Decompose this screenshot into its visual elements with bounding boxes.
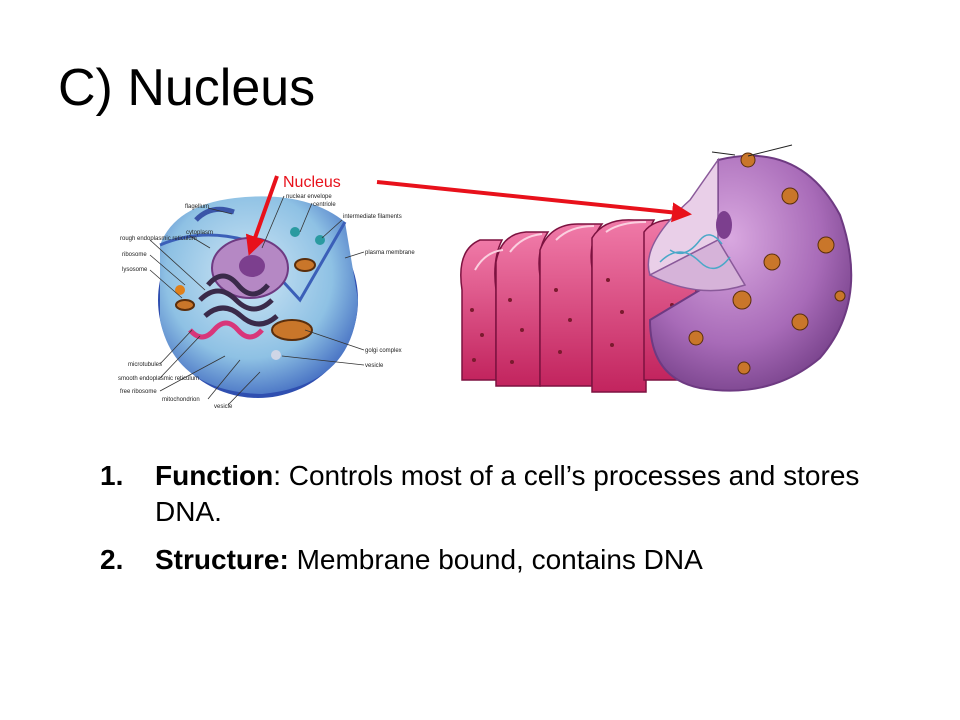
- cell-label-mitochondrion: mitochondrion: [162, 397, 200, 403]
- callout-arrow-right: [376, 180, 692, 223]
- point-function: 1. Function: Controls most of a cell’s p…: [100, 458, 920, 530]
- cell-label-smooth-er: smooth endoplasmic reticulum: [118, 376, 199, 382]
- point-term: Function: [155, 460, 274, 491]
- cell-label-rough-er: rough endoplasmic reticulum: [120, 236, 197, 242]
- cell-label-intermediate-filaments: intermediate filaments: [343, 214, 402, 220]
- cell-label-golgi-complex: golgi complex: [365, 348, 402, 354]
- point-number: 2.: [100, 544, 124, 575]
- point-text: Controls most of a cell’s processes and …: [155, 460, 860, 527]
- nuclear-pores: [688, 152, 846, 375]
- nucleus-er-illustration: [460, 144, 853, 393]
- nucleus-callout: Nucleus: [245, 174, 692, 256]
- point-sep: :: [273, 460, 289, 491]
- cell-label-centriole: centriole: [313, 202, 336, 208]
- animal-cell-illustration: flagellum nuclear envelope centriole int…: [118, 194, 415, 410]
- cell-label-vesicle-bottom: vesicle: [214, 404, 233, 410]
- point-text: Membrane bound, contains DNA: [296, 544, 703, 575]
- callout-arrow-left: [245, 175, 279, 256]
- point-sep: [289, 544, 297, 575]
- cell-label-ribosome: ribosome: [122, 252, 147, 258]
- cell-label-plasma-membrane: plasma membrane: [365, 250, 415, 256]
- nucleus-diagram: flagellum nuclear envelope centriole int…: [118, 144, 853, 410]
- cell-label-flagellum: flagellum: [185, 204, 209, 210]
- cell-label-vesicle-right: vesicle: [365, 363, 384, 369]
- cell-label-microtubules: microtubules: [128, 362, 162, 368]
- cell-label-free-ribosome: free ribosome: [120, 389, 157, 395]
- nucleus-callout-label: Nucleus: [283, 174, 341, 191]
- point-term: Structure:: [155, 544, 289, 575]
- cell-label-cytoplasm: cytoplasm: [186, 230, 213, 236]
- slide-title: C) Nucleus: [58, 59, 316, 117]
- cell-label-lysosome: lysosome: [122, 267, 148, 273]
- point-structure: 2. Structure: Membrane bound, contains D…: [100, 542, 920, 578]
- points-list: 1. Function: Controls most of a cell’s p…: [100, 458, 920, 590]
- point-number: 1.: [100, 460, 124, 491]
- cell-label-nuclear-envelope: nuclear envelope: [286, 194, 332, 200]
